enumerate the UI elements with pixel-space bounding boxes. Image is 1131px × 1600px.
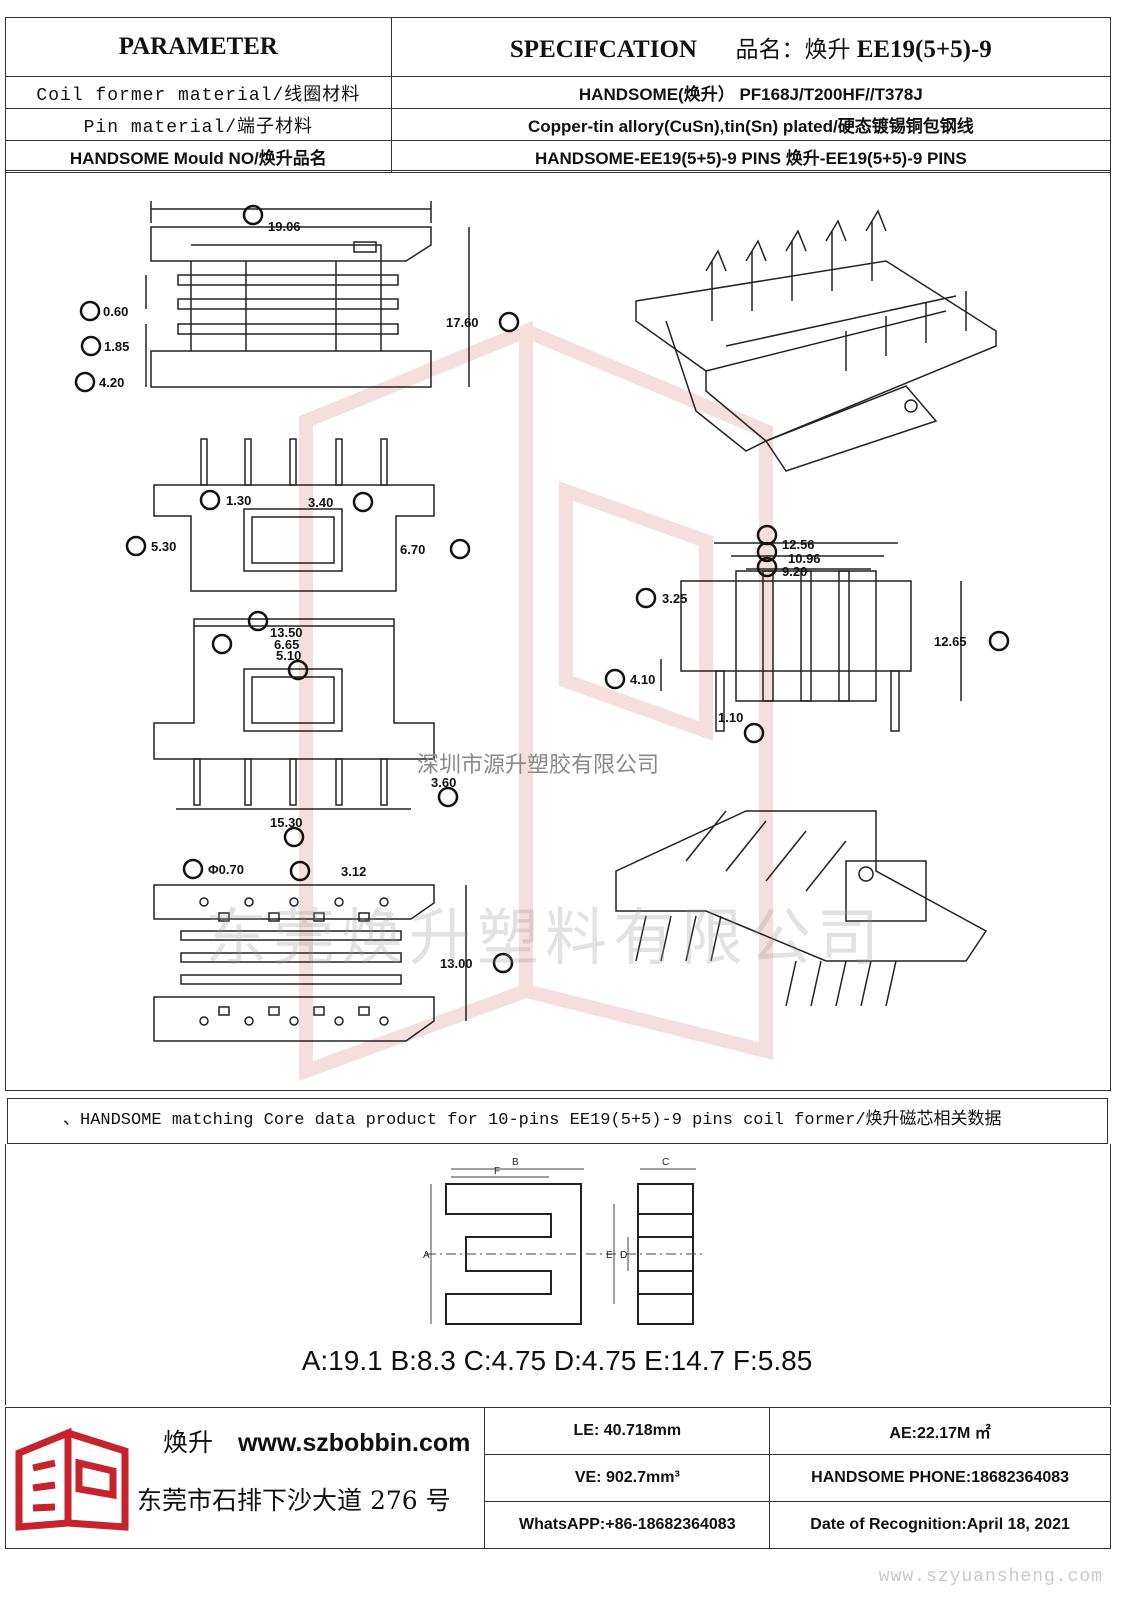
- website-link[interactable]: www.szbobbin.com: [237, 1429, 471, 1457]
- dim-u: 1.10: [718, 710, 743, 725]
- dim-m: 3.60: [431, 775, 456, 790]
- core-letter-f: F: [494, 1166, 500, 1177]
- product-name: EE19(5+5)-9: [856, 36, 992, 63]
- spec-sheet: PARAMETER SPECIFCATION 品名：焕升 EE19(5+5)-9…: [4, 17, 1112, 1562]
- dim-t: 4.10: [630, 672, 655, 687]
- core-drawing-area: B F A E D C: [5, 1144, 1111, 1405]
- brand-website-line: 焕升 www.szbobbin.com: [163, 1423, 470, 1459]
- coil-material-label: Coil former material/线圈材料: [5, 76, 392, 109]
- core-dimensions: A:19.1 B:8.3 C:4.75 D:4.75 E:14.7 F:5.85: [301, 1345, 813, 1376]
- ae-value: AE:22.17M ㎡: [769, 1407, 1111, 1455]
- whatsapp-value: WhatsAPP:+86-18682364083: [484, 1501, 771, 1549]
- isometric-view-top: [635, 209, 997, 472]
- dim-k: 6.65: [274, 637, 299, 652]
- dim-h: 5.30: [151, 539, 176, 554]
- watermark-company-small: 深圳市源升塑胶有限公司: [417, 753, 660, 778]
- watermark-company-large: 东莞焕升塑料有限公司: [205, 901, 886, 974]
- bottom-view: [153, 884, 467, 1042]
- dim-e: 17.60: [446, 315, 479, 330]
- dim-b: 0.60: [103, 304, 128, 319]
- watermark-logo: [299, 320, 773, 1081]
- specification-header: SPECIFCATION 品名：焕升 EE19(5+5)-9: [390, 17, 1112, 77]
- specification-label: SPECIFCATION: [509, 36, 697, 63]
- dim-c: 1.85: [104, 339, 129, 354]
- brand-name: 焕升: [163, 1428, 214, 1457]
- dim-i: 6.70: [400, 542, 425, 557]
- dim-p: 10.96: [788, 551, 821, 566]
- dim-j: 13.50: [270, 625, 303, 640]
- company-address: 东莞市石排下沙大道 276 号: [137, 1486, 451, 1515]
- core-letter-e: E: [606, 1250, 613, 1261]
- right-side-view: [660, 542, 962, 732]
- dim-w: Φ0.70: [208, 862, 244, 877]
- dim-x: 13.00: [440, 956, 473, 971]
- pin-material-label: Pin material/端子材料: [5, 108, 392, 141]
- site-watermark: www.szyuansheng.com: [878, 1567, 1103, 1587]
- dim-r: 3.25: [662, 591, 687, 606]
- dim-v: 3.12: [341, 864, 366, 879]
- side-view: [153, 618, 435, 810]
- dim-f: 1.30: [226, 493, 251, 508]
- phone-value: HANDSOME PHONE:18682364083: [769, 1454, 1111, 1502]
- isometric-view-bottom: [615, 810, 988, 1007]
- coil-material-value: HANDSOME(焕升） PF168J/T200HF//T378J: [390, 76, 1112, 109]
- dim-o: 12.56: [782, 537, 815, 552]
- brand-block: 焕升 www.szbobbin.com 东莞市石排下沙大道 276 号: [5, 1407, 485, 1540]
- company-logo-icon: [15, 1427, 129, 1531]
- mould-no-value: HANDSOME-EE19(5+5)-9 PINS 焕升-EE19(5+5)-9…: [390, 140, 1112, 173]
- dim-n: 15.30: [270, 815, 303, 830]
- product-name-label: 品名：焕升: [735, 37, 851, 63]
- mould-no-label: HANDSOME Mould NO/焕升品名: [5, 140, 392, 173]
- core-data-title: 、HANDSOME matching Core data product for…: [7, 1098, 1108, 1144]
- date-of-recognition: Date of Recognition:April 18, 2021: [769, 1501, 1111, 1549]
- dim-g: 3.40: [308, 495, 333, 510]
- core-letter-c: C: [662, 1157, 669, 1168]
- spec-table: PARAMETER SPECIFCATION 品名：焕升 EE19(5+5)-9…: [5, 17, 1112, 173]
- footer-table: LE: 40.718mm AE:22.17M ㎡ VE: 902.7mm³ HA…: [4, 1407, 1111, 1549]
- drawing-svg: 19.06 0.60 1.85 4.20 17.60 1.30 3.40 5.3…: [74, 201, 1010, 1081]
- ve-value: VE: 902.7mm³: [484, 1454, 771, 1502]
- dim-a: 19.06: [268, 219, 301, 234]
- technical-drawing: 19.06 0.60 1.85 4.20 17.60 1.30 3.40 5.3…: [5, 170, 1111, 1091]
- dim-q: 9.20: [782, 564, 807, 579]
- dim-d: 4.20: [99, 375, 124, 390]
- parameter-header: PARAMETER: [5, 17, 392, 77]
- pin-material-value: Copper-tin allory(CuSn),tin(Sn) plated/硬…: [390, 108, 1112, 141]
- dim-l: 5.10: [276, 648, 301, 663]
- le-value: LE: 40.718mm: [484, 1407, 771, 1455]
- core-svg: B F A E D C: [423, 1157, 706, 1325]
- top-view: [145, 201, 470, 388]
- dim-s: 12.65: [934, 634, 967, 649]
- core-letter-b: B: [512, 1157, 519, 1168]
- core-letter-d: D: [620, 1250, 627, 1261]
- end-view: [153, 438, 435, 592]
- core-letter-a: A: [423, 1250, 430, 1261]
